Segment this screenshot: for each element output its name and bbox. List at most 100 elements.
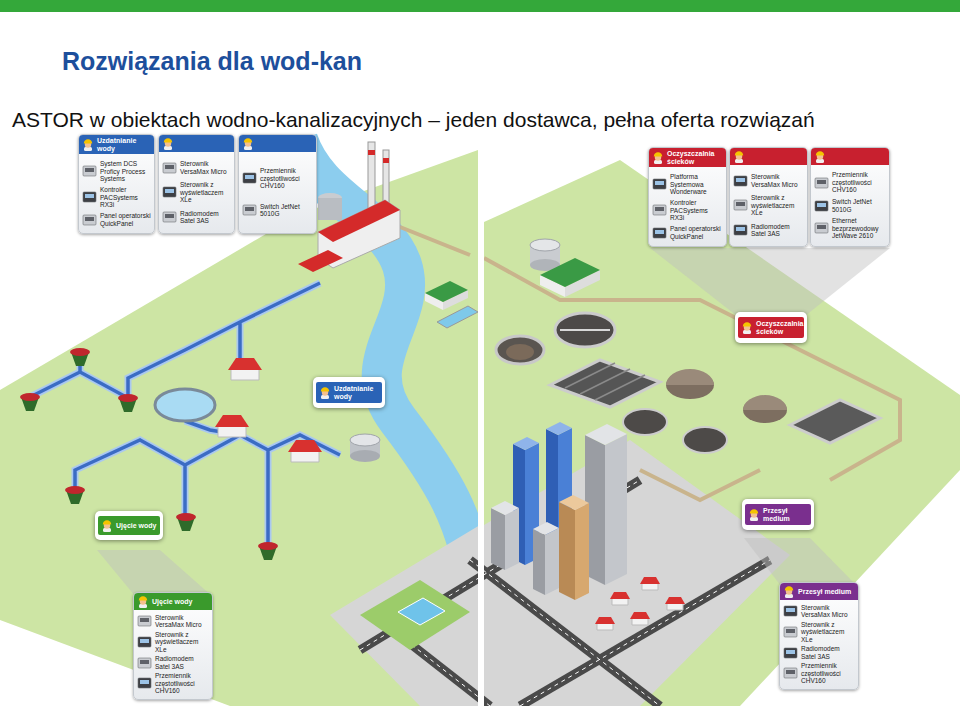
device-body: [815, 223, 828, 233]
product-name: Sterownik z wyświetlaczem XLe: [801, 621, 855, 643]
well-part: [20, 393, 40, 401]
sewage-tank-part: [623, 409, 667, 435]
product-name: Radiomodem Satel 3AS: [180, 210, 231, 225]
skyscraper-part: [605, 434, 627, 585]
device-body: [83, 166, 96, 176]
device-screen: [165, 189, 174, 193]
product-item: Przemiennik częstotliwości CHV160: [242, 167, 313, 189]
product-item: Sterownik z wyświetlaczem XLe: [137, 631, 209, 653]
device-screen: [736, 227, 745, 231]
device-body: [163, 187, 176, 197]
device-body: [163, 163, 176, 173]
factory-part: [368, 142, 375, 212]
card-header: Ujęcie wody: [134, 593, 212, 610]
product-list: Sterownik VersaMax MicroSterownik z wyśw…: [137, 612, 209, 695]
skyscraper-part: [533, 522, 559, 535]
worker-helmet: [164, 138, 172, 142]
house-part: [291, 451, 319, 462]
park-part: [398, 598, 445, 625]
device-screen: [786, 629, 795, 633]
product-name: Sterownik z wyświetlaczem XLe: [180, 181, 231, 203]
product-item: Panel operatorski QuickPanel: [652, 225, 723, 240]
device-body: [784, 668, 797, 678]
house: [215, 358, 685, 630]
location-badge: Przesył medium: [742, 499, 814, 530]
skyscraper-part: [505, 508, 519, 570]
treatment-building-part: [540, 258, 600, 287]
product-name: Kontroler PACSystems RX3i: [100, 186, 151, 208]
sewage-tank-part: [550, 360, 660, 407]
device-icon: [814, 200, 829, 212]
device-icon: [783, 626, 798, 638]
sewage-tank-part: [743, 395, 787, 410]
product-item: Switch JetNet 5010G: [814, 198, 886, 213]
device-icon: [82, 214, 97, 226]
device-icon: [733, 224, 748, 236]
device-icon: [137, 657, 152, 669]
factory-part: [318, 198, 342, 220]
worker-helmet: [785, 586, 793, 590]
water-pipe-part: [30, 283, 340, 546]
device-icon: [162, 162, 177, 174]
product-name: System DCS Proficy Process Systems: [100, 160, 151, 182]
device-screen: [817, 225, 826, 229]
house-part: [288, 440, 322, 452]
device-body: [784, 648, 797, 658]
skyscraper-part: [559, 495, 589, 510]
factory-part: [298, 250, 343, 272]
skyscraper-part: [491, 501, 519, 515]
product-name: Panel operatorski QuickPanel: [100, 212, 151, 227]
product-name: Sterownik VersaMax Micro: [155, 614, 209, 629]
sewage-tank-part: [790, 400, 880, 443]
product-card: Uzdatnianie wodySystem DCS Proficy Proce…: [78, 134, 155, 234]
product-name: Switch JetNet 5010G: [260, 203, 313, 218]
device-icon: [783, 647, 798, 659]
factory-part: [368, 150, 375, 155]
product-list: Platforma Systemowa WonderwareKontroler …: [652, 169, 723, 242]
product-item: Radiomodem Satel 3AS: [733, 223, 804, 238]
product-name: Przemiennik częstotliwości CHV160: [832, 171, 886, 193]
worker-icon: [242, 137, 254, 150]
sewage-tank-part: [506, 344, 534, 360]
device-icon: [137, 677, 152, 689]
worker-helmet: [735, 151, 743, 155]
product-card: Przesył mediumSterownik VersaMax MicroSt…: [779, 582, 859, 690]
house-part: [595, 617, 615, 624]
product-name: Sterownik VersaMax Micro: [180, 160, 231, 175]
skyscraper-part: [575, 503, 589, 600]
road-part: [360, 480, 770, 706]
product-list: Sterownik VersaMax MicroSterownik z wyśw…: [733, 167, 804, 242]
product-item: Przemiennik częstotliwości CHV160: [814, 171, 886, 193]
house-part: [610, 592, 630, 599]
product-name: Radiomodem Satel 3AS: [751, 223, 804, 238]
device-screen: [786, 608, 795, 612]
worker-icon: [137, 595, 149, 608]
park-part: [360, 580, 470, 650]
device-screen: [165, 165, 174, 169]
skyscraper-part: [546, 422, 572, 435]
product-item: System DCS Proficy Process Systems: [82, 160, 151, 182]
product-name: Ethernet bezprzewodowy JetWave 2610: [832, 217, 886, 239]
badge-ribbon: Ujęcie wody: [98, 516, 160, 535]
spotlight-beam-part: [97, 550, 212, 596]
device-screen: [85, 194, 94, 198]
water-tank-part: [155, 389, 215, 421]
device-body: [734, 200, 747, 210]
skyscraper: [491, 422, 627, 600]
skyscraper-part: [545, 528, 559, 595]
skyscraper-part: [559, 502, 575, 600]
worker-helmet: [321, 387, 329, 391]
worker-icon: [748, 508, 760, 521]
product-card: Ujęcie wodySterownik VersaMax MicroStero…: [133, 592, 213, 700]
worker-icon: [783, 585, 795, 598]
device-body: [83, 192, 96, 202]
worker-helmet: [654, 152, 662, 156]
card-header: [811, 148, 889, 165]
device-body: [734, 176, 747, 186]
product-item: Panel operatorski QuickPanel: [82, 212, 151, 227]
sewage-tank-part: [560, 329, 610, 331]
well: [20, 348, 278, 560]
product-name: Sterownik VersaMax Micro: [751, 173, 804, 188]
product-list: Sterownik VersaMax MicroSterownik z wyśw…: [783, 602, 855, 685]
device-body: [243, 205, 256, 215]
